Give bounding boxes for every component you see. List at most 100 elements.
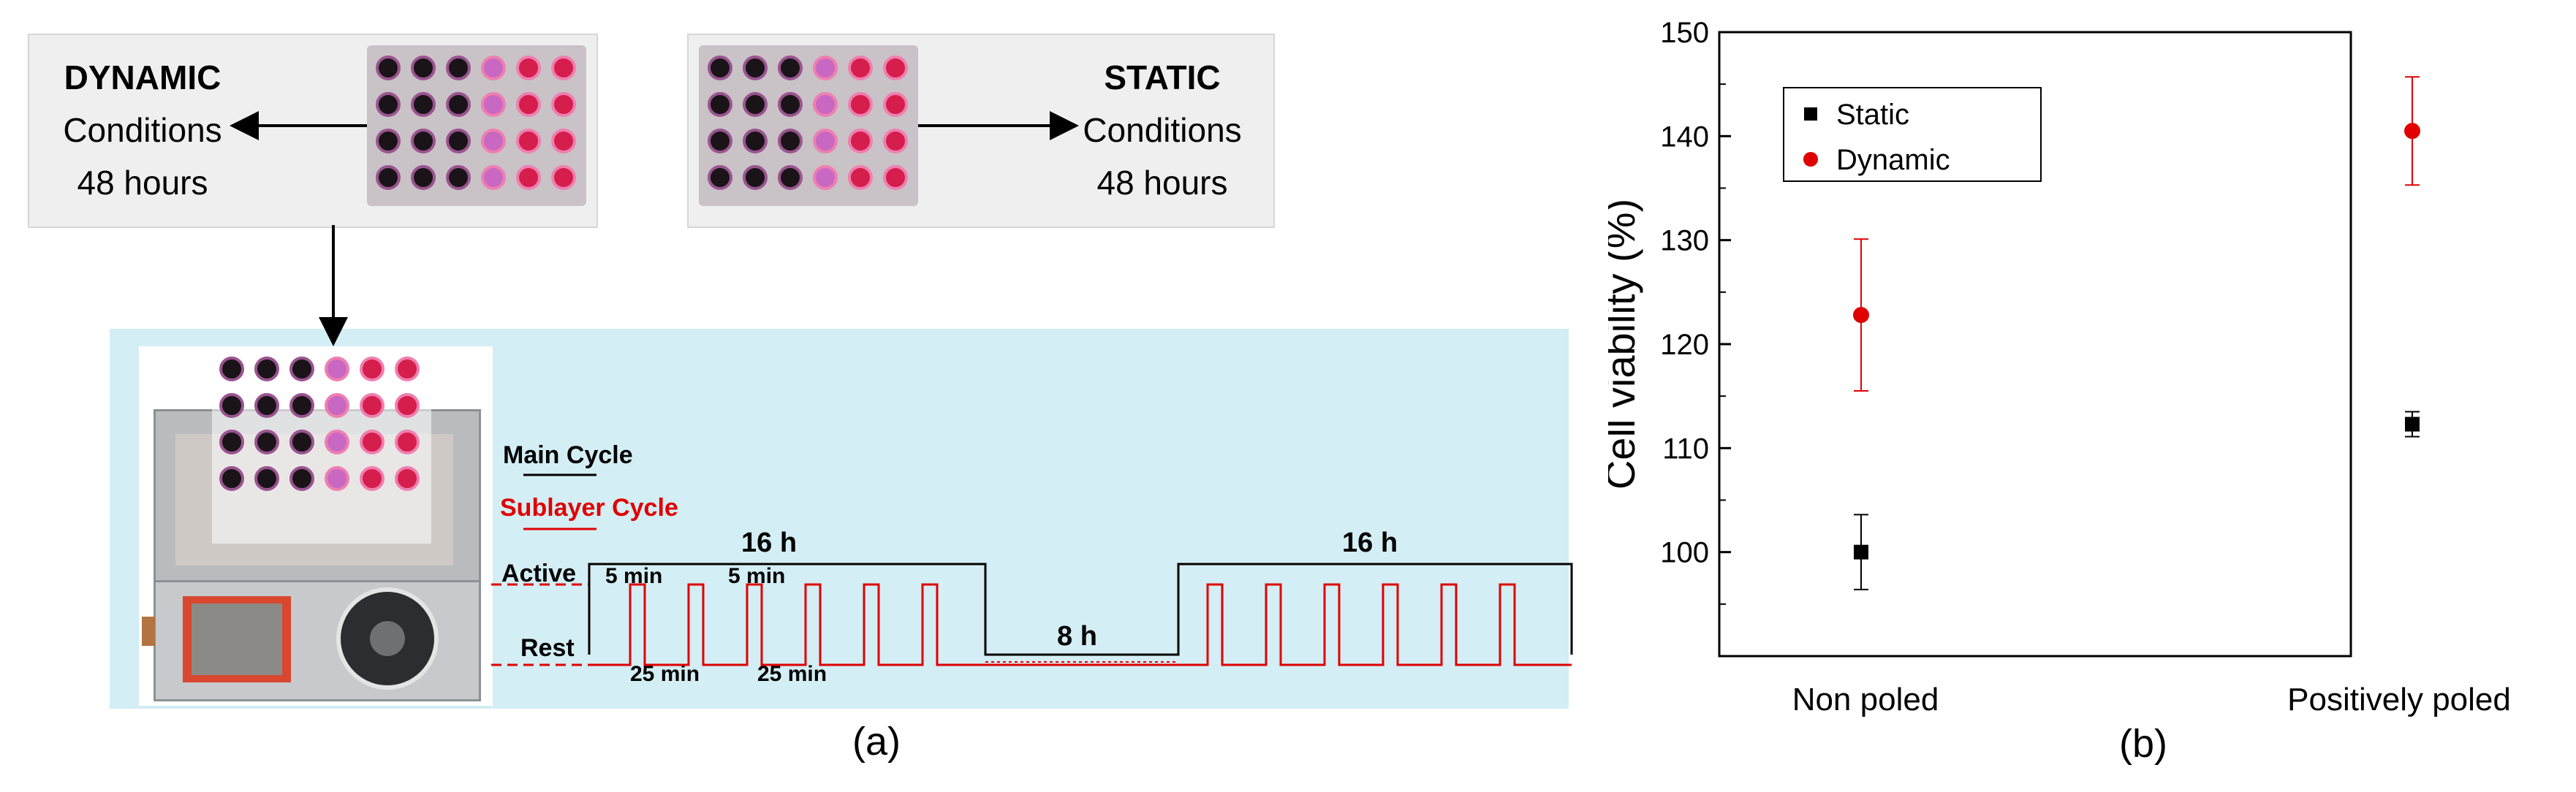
bioreactor-device [139, 346, 493, 706]
device-overlay-plate [212, 354, 431, 544]
device-plate-well [325, 466, 349, 491]
dynamic-title: DYNAMIC [64, 58, 221, 96]
static-plate-well [708, 92, 732, 117]
device-fan [336, 587, 439, 690]
static-well-plate [699, 45, 918, 206]
y-tick-label: 120 [1660, 329, 1709, 361]
static-plate-well [743, 165, 768, 190]
device-plate-well [254, 430, 279, 454]
static-plate-well [848, 56, 873, 80]
label-16h-second: 16 h [1342, 528, 1398, 558]
sublayer-cycle-trace [589, 583, 1572, 666]
legend-box [1783, 87, 2042, 182]
dynamic-plate-well [446, 129, 471, 153]
device-plate-well [289, 430, 314, 454]
static-plate-well [743, 56, 768, 80]
device-plate-well [360, 466, 384, 491]
static-plate-well [883, 56, 908, 80]
static-plate-well [778, 56, 803, 80]
label-active: Active [501, 560, 577, 587]
y-axis-label: Cell viability (%) [1608, 199, 1643, 490]
device-plate-well [254, 393, 279, 418]
device-plate-well [325, 430, 349, 454]
static-duration: 48 hours [1096, 164, 1228, 202]
static-conditions: Conditions [1083, 111, 1242, 149]
device-plate-well [219, 393, 244, 418]
device-side-connector [142, 617, 155, 646]
device-plate-well [254, 357, 279, 381]
label-rest: Rest [520, 634, 575, 662]
panel-a-tag: (a) [852, 720, 901, 764]
device-plate-well [360, 430, 384, 454]
legend-sublayer-cycle: Sublayer Cycle [500, 494, 678, 522]
data-point-static [1854, 544, 1868, 560]
label-16h-first: 16 h [741, 528, 798, 558]
dynamic-plate-well [446, 56, 471, 80]
device-plate-well [254, 466, 279, 491]
static-label: STATIC Conditions 48 hours [1053, 51, 1272, 209]
device-screen-display [192, 603, 282, 675]
dynamic-plate-well [376, 165, 401, 190]
device-plate-well [395, 430, 420, 454]
y-tick-label: 150 [1660, 17, 1709, 49]
dynamic-plate-well [446, 165, 471, 190]
static-plate-well [778, 92, 803, 117]
dynamic-plate-well [481, 165, 506, 190]
dynamic-plate-well [551, 165, 576, 190]
static-title: STATIC [1104, 58, 1221, 96]
static-plate-well [743, 129, 768, 153]
data-point-static [2405, 416, 2420, 432]
y-tick-label: 140 [1660, 121, 1709, 153]
device-plate-well [360, 357, 384, 381]
static-plate-well [778, 129, 803, 153]
static-plate-well [848, 129, 873, 153]
device-plate-well [325, 393, 349, 418]
static-plate-well [708, 129, 732, 153]
static-plate-well [778, 165, 803, 190]
static-plate-well [708, 56, 732, 80]
data-point-dynamic [2404, 123, 2420, 140]
legend-marker-dynamic [1803, 152, 1818, 167]
dynamic-plate-well [551, 92, 576, 117]
y-tick-label: 100 [1660, 537, 1709, 569]
dynamic-plate-well [446, 92, 471, 117]
y-tick-label: 110 [1662, 433, 1709, 465]
dynamic-plate-well [411, 129, 436, 153]
static-plate-well [813, 92, 838, 117]
static-plate-well [848, 165, 873, 190]
static-plate-well [813, 165, 838, 190]
dynamic-duration: 48 hours [77, 164, 208, 202]
dynamic-plate-well [516, 56, 541, 80]
x-category-label: Non poled [1792, 682, 1939, 717]
panel-b-tag: (b) [2119, 722, 2167, 766]
device-plate-well [219, 430, 244, 454]
device-plate-well [289, 466, 314, 491]
label-8h: 8 h [1057, 621, 1097, 652]
legend-main-cycle: Main Cycle [503, 441, 633, 469]
main-cycle-trace [588, 563, 1573, 656]
dynamic-plate-well [411, 165, 436, 190]
data-point-dynamic [1853, 307, 1869, 324]
legend-marker-static [1804, 107, 1817, 121]
dynamic-plate-well [551, 56, 576, 80]
y-tick-label: 130 [1660, 225, 1709, 257]
dynamic-plate-well [481, 56, 506, 80]
device-plate-well [395, 393, 420, 418]
dynamic-conditions: Conditions [63, 111, 222, 149]
dynamic-plate-well [516, 165, 541, 190]
device-fan-hub [370, 621, 405, 656]
legend-label-static: Static [1836, 99, 1909, 131]
dynamic-plate-well [411, 56, 436, 80]
device-plate-well [219, 466, 244, 491]
dynamic-plate-well [481, 129, 506, 153]
dynamic-plate-well [376, 129, 401, 153]
dynamic-well-plate [367, 45, 586, 206]
legend-label-dynamic: Dynamic [1836, 144, 1950, 176]
dynamic-plate-well [516, 92, 541, 117]
dynamic-plate-well [551, 129, 576, 153]
x-category-label: Positively poled [2287, 682, 2511, 717]
dynamic-plate-well [481, 92, 506, 117]
device-plate-well [325, 357, 349, 381]
static-plate-well [708, 165, 732, 190]
